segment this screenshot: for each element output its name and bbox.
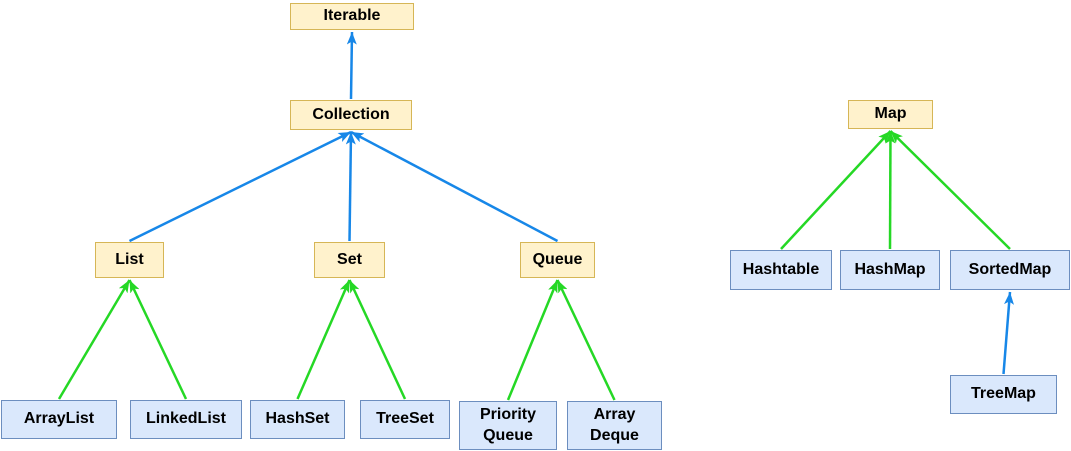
edge-hashmap-map bbox=[885, 130, 896, 250]
node-priorityqueue: Priority Queue bbox=[459, 401, 557, 450]
edge-treemap-sortedmap bbox=[1002, 291, 1014, 375]
edge-hashset-set bbox=[296, 279, 351, 400]
edge-arraydeque-queue bbox=[556, 279, 616, 401]
node-list: List bbox=[95, 242, 164, 278]
node-iterable: Iterable bbox=[290, 3, 414, 30]
node-arraydeque: Array Deque bbox=[567, 401, 662, 450]
edge-list-collection bbox=[128, 130, 352, 243]
node-hashtable: Hashtable bbox=[730, 250, 832, 290]
edge-linkedlist-list bbox=[128, 279, 188, 400]
node-hashmap: HashMap bbox=[840, 250, 940, 290]
edge-collection-iterable bbox=[346, 31, 357, 100]
edge-sortedmap-map bbox=[889, 130, 1011, 250]
node-queue: Queue bbox=[520, 242, 595, 278]
node-collection: Collection bbox=[290, 100, 412, 130]
node-treeset: TreeSet bbox=[360, 400, 450, 439]
node-sortedmap: SortedMap bbox=[950, 250, 1070, 290]
node-hashset: HashSet bbox=[250, 400, 345, 439]
node-linkedlist: LinkedList bbox=[130, 400, 242, 439]
node-map: Map bbox=[848, 100, 933, 129]
edge-treeset-set bbox=[348, 279, 407, 400]
edge-set-collection bbox=[345, 131, 356, 242]
edge-hashtable-map bbox=[780, 130, 892, 250]
edge-priorityqueue-queue bbox=[506, 279, 559, 401]
node-arraylist: ArrayList bbox=[1, 400, 117, 439]
node-set: Set bbox=[314, 242, 385, 278]
node-treemap: TreeMap bbox=[950, 375, 1057, 414]
edge-queue-collection bbox=[350, 130, 559, 243]
edge-arraylist-list bbox=[57, 279, 131, 400]
